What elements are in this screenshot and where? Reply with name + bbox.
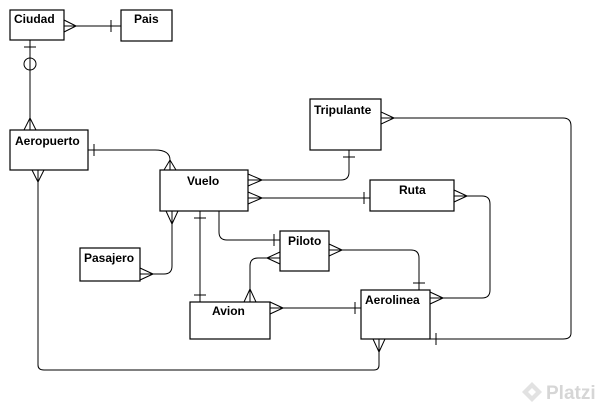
entity-label: Ruta [399,183,426,197]
entity-ciudad[interactable]: Ciudad [9,9,65,41]
relationships [29,25,572,371]
watermark-text: Platzi [546,383,596,404]
rel-tripulante-aerolinea [381,117,572,340]
rel-aeropuerto-aerolinea [37,170,380,371]
crows-foot-icon [163,159,177,171]
platzi-watermark: Platzi [522,382,596,404]
crows-foot-icon [453,189,468,203]
rel-vuelo-piloto [218,211,280,241]
crows-foot-icon [243,288,257,303]
rel-ruta-aerolinea [430,195,491,299]
entity-label: Ciudad [14,12,55,26]
rel-aeropuerto-vuelo [88,149,171,170]
platzi-logo-icon [522,382,542,402]
entity-aerolinea[interactable]: Aerolinea [360,289,431,340]
crows-foot-icon [23,117,37,131]
entity-label: Piloto [288,234,321,248]
crows-foot-icon [269,301,284,315]
crows-foot-icon [429,291,444,305]
entity-pasajero[interactable]: Pasajero [79,247,141,282]
rel-vuelo-pasajero [140,211,173,275]
crows-foot-icon [165,210,179,225]
crows-foot-icon [266,251,281,265]
crows-foot-icon [247,173,263,187]
entity-label: Avion [212,304,245,318]
cardinality-marks [23,19,468,353]
entity-aeropuerto[interactable]: Aeropuerto [9,129,89,171]
crows-foot-icon [372,338,386,353]
rel-piloto-aerolinea [329,249,420,290]
crows-foot-icon [380,111,395,125]
entity-label: Aeropuerto [15,134,80,148]
rel-piloto-avion [249,257,280,302]
crows-foot-icon [247,191,263,205]
entity-tripulante[interactable]: Tripulante [309,98,382,151]
rel-tripulante-vuelo [248,150,350,181]
entity-label: Tripulante [314,103,372,117]
entity-vuelo[interactable]: Vuelo [159,169,249,212]
crows-foot-icon [31,169,45,183]
entity-pais[interactable]: Pais [120,9,173,42]
entity-ruta[interactable]: Ruta [369,179,455,212]
entity-avion[interactable]: Avion [189,301,271,340]
crows-foot-icon [63,19,77,33]
entity-label: Pais [134,12,159,26]
entity-label: Pasajero [84,251,134,265]
crows-foot-icon [139,267,154,281]
entity-piloto[interactable]: Piloto [279,230,330,272]
entity-label: Vuelo [187,174,219,188]
entity-label: Aerolinea [365,293,420,307]
zero-circle-icon [23,57,37,71]
crows-foot-icon [328,243,343,257]
